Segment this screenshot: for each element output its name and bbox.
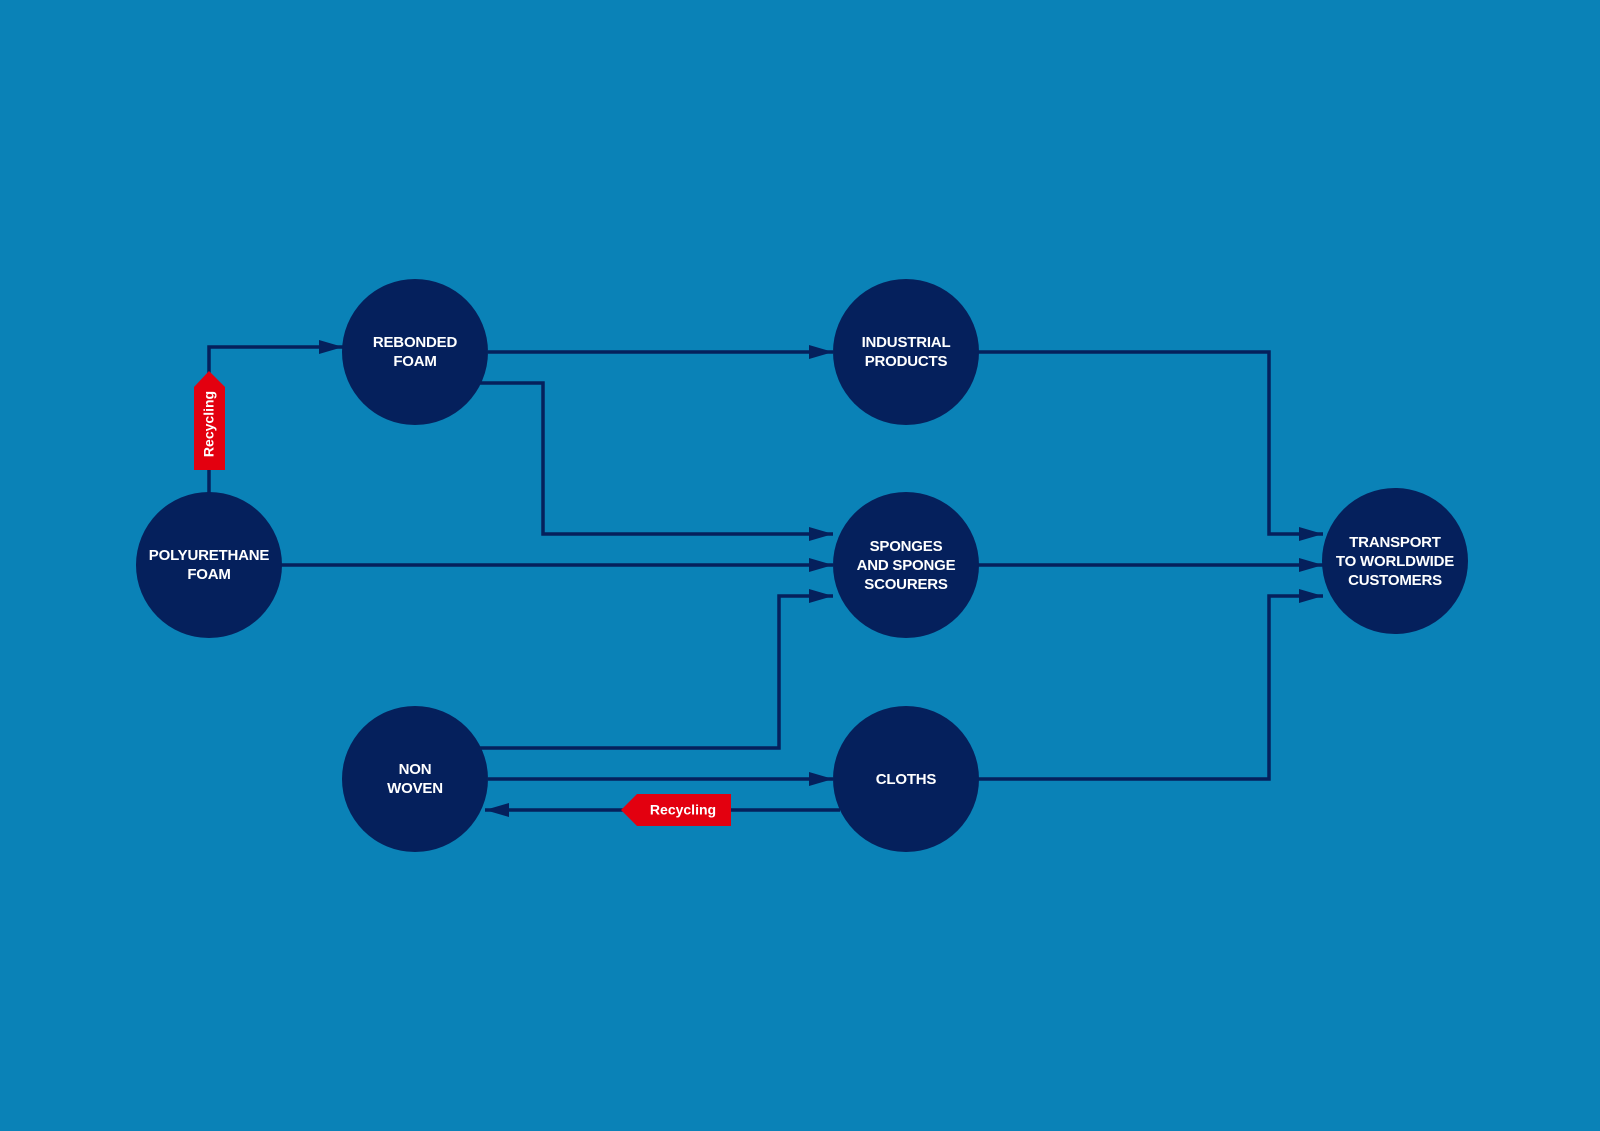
node-non-woven: NON WOVEN: [342, 706, 488, 852]
recycling-tag-horizontal: Recycling: [621, 794, 731, 826]
arrow-rebonded-to-sponges: [480, 381, 833, 541]
node-polyurethane-foam: POLYURETHANE FOAM: [136, 492, 282, 638]
node-label: POLYURETHANE FOAM: [148, 547, 270, 583]
node-cloths: CLOTHS: [833, 706, 979, 852]
arrow-cloths-to-transport: [977, 589, 1323, 781]
node-transport: TRANSPORT TO WORLDWIDE CUSTOMERS: [1322, 488, 1468, 634]
arrow-nonwoven-to-sponges: [478, 589, 833, 750]
node-rebonded-foam: REBONDED FOAM: [342, 279, 488, 425]
node-label: INDUSTRIAL PRODUCTS: [861, 334, 951, 370]
node-label: REBONDED FOAM: [372, 334, 458, 370]
arrow-pu-to-rebonded: [207, 340, 343, 494]
node-label: TRANSPORT TO WORLDWIDE CUSTOMERS: [1335, 533, 1455, 589]
node-label: SPONGES AND SPONGE SCOURERS: [856, 537, 956, 593]
node-label: CLOTHS: [875, 770, 937, 788]
node-industrial-products: INDUSTRIAL PRODUCTS: [833, 279, 979, 425]
node-sponges-and-scourers: SPONGES AND SPONGE SCOURERS: [833, 492, 979, 638]
recycling-tag-vertical: Recycling: [194, 371, 225, 470]
node-label: NON WOVEN: [387, 761, 443, 797]
arrow-industrial-to-transport: [977, 350, 1323, 541]
svg-text:Recycling: Recycling: [201, 391, 217, 457]
svg-text:Recycling: Recycling: [650, 802, 716, 818]
